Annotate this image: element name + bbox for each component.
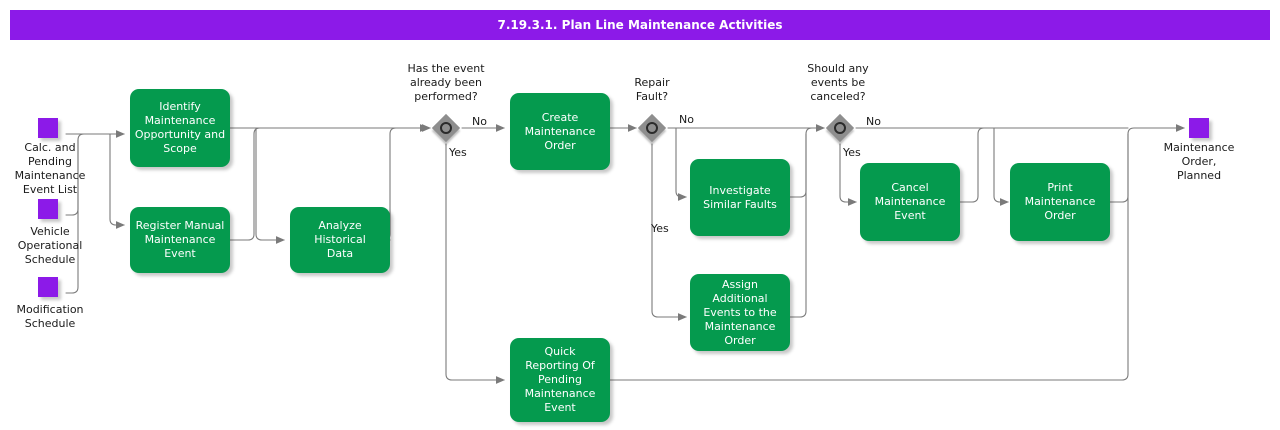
gateway-question-cancel-events: Should any events be canceled? xyxy=(807,62,869,103)
task-print-maintenance-order[interactable]: Print Maintenance Order xyxy=(1010,163,1110,241)
task-cancel-maintenance-event[interactable]: Cancel Maintenance Event xyxy=(860,163,960,241)
task-label: Investigate Similar Faults xyxy=(703,183,777,211)
task-investigate-similar-faults[interactable]: Investigate Similar Faults xyxy=(690,159,790,236)
task-create-maintenance-order[interactable]: Create Maintenance Order xyxy=(510,93,610,170)
task-identify-maintenance-opportunity[interactable]: Identify Maintenance Opportunity and Sco… xyxy=(130,89,230,167)
task-analyze-historical-data[interactable]: Analyze Historical Data xyxy=(290,207,390,273)
task-label: Create Maintenance Order xyxy=(524,110,596,152)
task-label: Identify Maintenance Opportunity and Sco… xyxy=(134,100,226,155)
task-quick-reporting-pending[interactable]: Quick Reporting Of Pending Maintenance E… xyxy=(510,338,610,422)
inclusive-gateway-circle-icon xyxy=(834,122,846,134)
gateway-question-repair-fault: Repair Fault? xyxy=(634,76,670,103)
flow-label-gw3-no: No xyxy=(866,115,881,128)
inclusive-gateway-circle-icon xyxy=(646,122,658,134)
page-title: 7.19.3.1. Plan Line Maintenance Activiti… xyxy=(497,18,783,32)
flow-label-gw2-yes: Yes xyxy=(651,222,669,235)
flow-label-gw2-no: No xyxy=(679,113,694,126)
data-object-maintenance-order-planned[interactable] xyxy=(1189,118,1209,138)
task-label: Print Maintenance Order xyxy=(1024,181,1096,222)
task-register-manual-maintenance-event[interactable]: Register Manual Maintenance Event xyxy=(130,207,230,273)
gateway-cancel-events[interactable] xyxy=(825,113,855,143)
task-label: Quick Reporting Of Pending Maintenance E… xyxy=(524,345,596,414)
flow-label-gw3-yes: Yes xyxy=(843,146,861,159)
data-label-modification-schedule: Modification Schedule xyxy=(16,303,84,330)
data-object-calc-pending[interactable] xyxy=(38,118,58,138)
data-label-calc-pending: Calc. and Pending Maintenance Event List xyxy=(14,141,86,196)
task-label: Cancel Maintenance Event xyxy=(874,181,946,222)
gateway-question-event-performed: Has the event already been performed? xyxy=(407,62,485,103)
data-label-maintenance-order-planned: Maintenance Order, Planned xyxy=(1163,141,1235,182)
data-label-vehicle-schedule: Vehicle Operational Schedule xyxy=(17,225,83,266)
task-label: Register Manual Maintenance Event xyxy=(135,219,225,260)
gateway-repair-fault[interactable] xyxy=(637,113,667,143)
data-object-vehicle-schedule[interactable] xyxy=(38,199,58,219)
data-object-modification-schedule[interactable] xyxy=(38,277,58,297)
flow-label-gw1-yes: Yes xyxy=(449,146,467,159)
flow-label-gw1-no: No xyxy=(472,115,487,128)
inclusive-gateway-circle-icon xyxy=(440,122,452,134)
gateway-event-performed[interactable] xyxy=(431,113,461,143)
diagram-title-bar: 7.19.3.1. Plan Line Maintenance Activiti… xyxy=(10,10,1270,40)
task-label: Analyze Historical Data xyxy=(314,219,366,260)
task-label: Assign Additional Events to the Maintena… xyxy=(703,277,777,347)
task-assign-additional-events[interactable]: Assign Additional Events to the Maintena… xyxy=(690,274,790,351)
